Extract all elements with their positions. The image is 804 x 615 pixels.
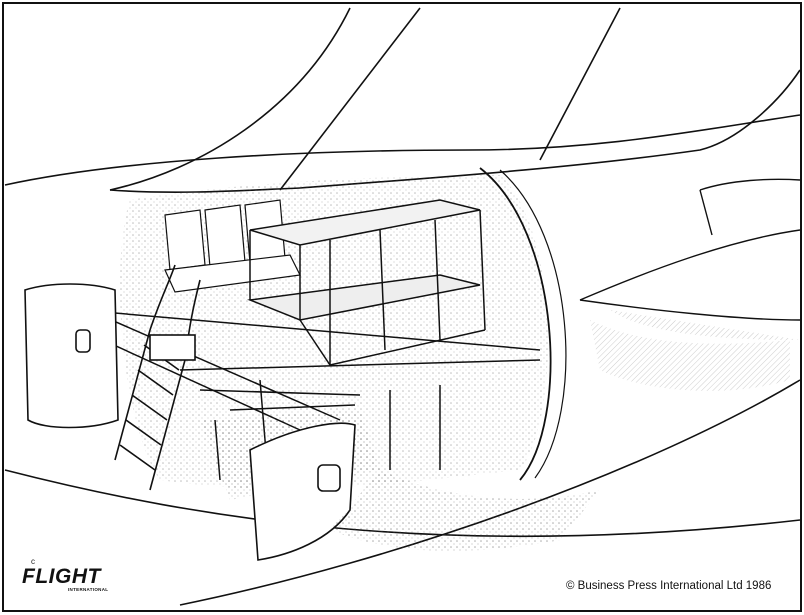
copyright-mark: c	[31, 557, 35, 566]
seat-row	[164, 199, 301, 293]
left-door	[24, 283, 119, 429]
wing	[109, 7, 801, 193]
right-door	[249, 422, 356, 561]
fuselage-shading	[330, 470, 600, 551]
tail-shading	[590, 320, 790, 391]
logo-subtext: INTERNATIONAL	[68, 587, 109, 592]
flight-international-logo: FLIGHT INTERNATIONAL	[22, 566, 132, 596]
logo-text: FLIGHT	[22, 565, 101, 588]
tailplane	[579, 178, 801, 340]
ladder	[114, 264, 201, 491]
cargo-rack	[247, 199, 486, 366]
copyright-credit: © Business Press International Ltd 1986	[566, 580, 772, 592]
